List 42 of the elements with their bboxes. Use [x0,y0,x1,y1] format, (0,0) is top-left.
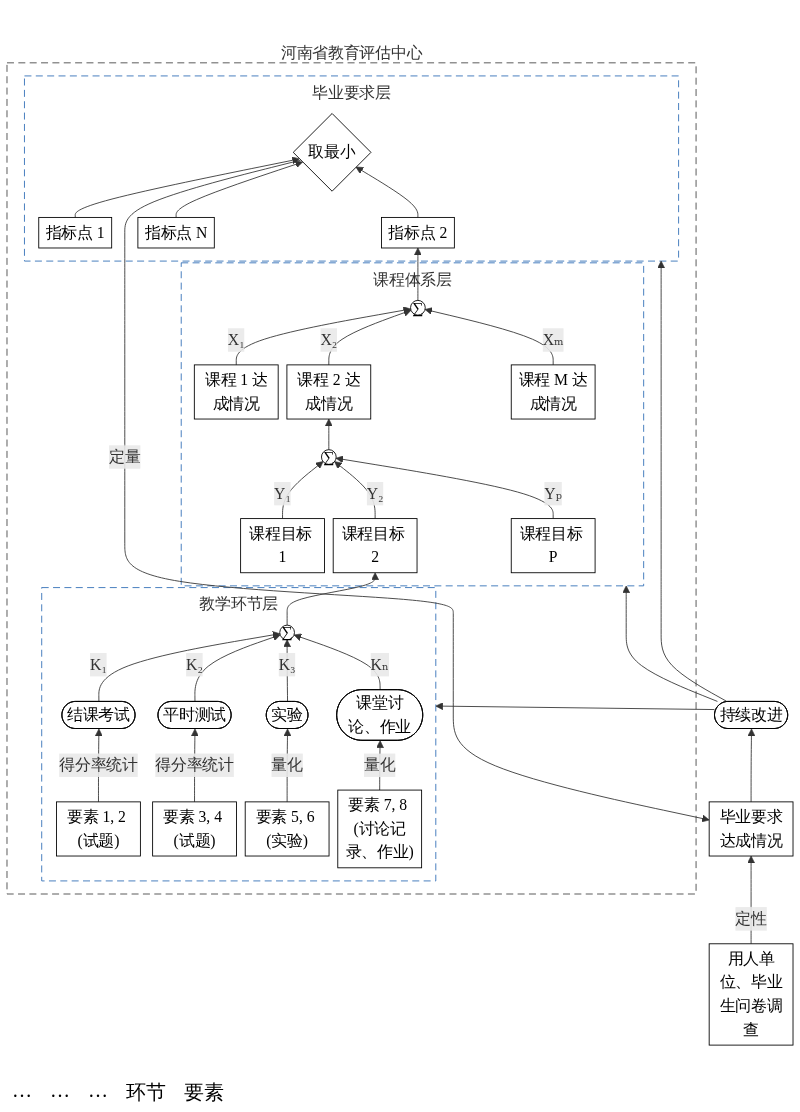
node-diamond: 取最小 [292,113,372,192]
edge-label: 定性 [735,909,767,928]
node-box: 要素 7, 8 (讨论记录、作业) [337,789,423,869]
cluster [6,62,697,895]
note-text: … [12,1079,32,1103]
node-box: 课程目标 1 [240,518,325,574]
node-box: 指标点 N [137,217,215,249]
edge-label: 量化 [363,756,396,774]
edge-label: Kₙ [370,655,389,674]
edge-label: K₁ [90,655,107,674]
edge-label: K₃ [278,655,296,674]
node-circle: ∑ [321,449,337,465]
node-box: 课程 M 达成情况 [510,364,596,420]
edge-label: Y₁ [274,484,291,502]
edge-label: K₂ [186,655,203,674]
node-label: 河南省教育评估中心 [280,44,423,62]
node-box: 课程目标 2 [332,518,418,574]
edge-label: 量化 [271,756,303,774]
node-circle: ∑ [279,624,295,641]
node-box: 用人单位、毕业生问卷调查 [708,943,794,1046]
edge-label: X₁ [227,330,245,349]
node-box: 指标点 1 [38,217,113,249]
node-box: 课程 2 达成情况 [286,364,372,420]
node-box: 毕业要求达成情况 [708,801,794,857]
note-text: … [50,1079,70,1103]
note-text: 要素 [184,1080,224,1105]
node-circle: ∑ [410,299,426,316]
node-box: 课程目标 P [510,518,596,574]
edge-label: 定量 [109,447,141,466]
node-box: 指标点 2 [381,217,455,249]
node-box: 要素 5, 6 (实验) [244,801,330,857]
edge-label: 得分率统计 [59,756,138,774]
node-box: 课程 1 达成情况 [193,364,279,420]
edge-label: X₂ [320,330,338,349]
edge-label: Yₚ [544,484,562,502]
note-text: … [88,1079,108,1103]
note-text: 环节 [126,1080,166,1105]
node-box: 要素 1, 2 (试题) [56,801,141,857]
edge-label: Xₘ [542,330,564,349]
edge-label: Y₂ [366,484,384,502]
node-box: 要素 3, 4 (试题) [152,801,237,857]
edge-label: 得分率统计 [155,756,234,774]
